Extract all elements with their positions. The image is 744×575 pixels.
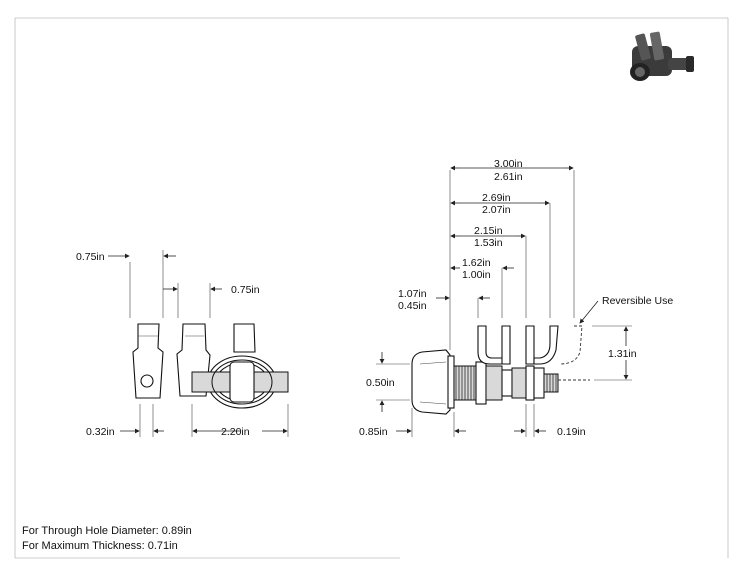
- right-side-view: [411, 325, 590, 415]
- dim-fifth-min: 0.45in: [398, 300, 427, 312]
- left-dimension-lines: [108, 250, 289, 437]
- dim-left-mid-width: 0.75in: [231, 284, 260, 296]
- dim-height: 1.31in: [608, 348, 637, 360]
- dim-overall-max: 3.00in: [494, 158, 523, 170]
- dim-left-length: 2.20in: [221, 426, 250, 438]
- reversible-use-callout: Reversible Use: [602, 295, 673, 307]
- dim-second-min: 2.07in: [482, 204, 511, 216]
- note-hole-diameter: For Through Hole Diameter: 0.89in: [22, 525, 192, 537]
- dim-fourth-max: 1.62in: [462, 257, 491, 269]
- left-front-view: [132, 323, 289, 409]
- iso-thumbnail: [630, 31, 694, 81]
- dim-fifth-max: 1.07in: [398, 288, 427, 300]
- dim-nut: 0.19in: [557, 426, 586, 438]
- thread-lines: [455, 366, 475, 400]
- right-dimension-lines: [376, 165, 632, 437]
- screw-thread-lines: [546, 374, 557, 392]
- dim-second-max: 2.69in: [482, 192, 511, 204]
- dim-overall-min: 2.61in: [494, 171, 523, 183]
- dim-left-hole: 0.32in: [86, 426, 115, 438]
- dim-head: 0.85in: [359, 426, 388, 438]
- dim-third-min: 1.53in: [474, 237, 503, 249]
- notes-block: For Through Hole Diameter: 0.89in For Ma…: [22, 524, 192, 554]
- dim-body-diameter: 0.50in: [366, 377, 395, 389]
- dim-third-max: 2.15in: [474, 225, 503, 237]
- note-max-thickness: For Maximum Thickness: 0.71in: [22, 540, 178, 552]
- dim-fourth-min: 1.00in: [462, 269, 491, 281]
- sheet-border: [14, 17, 729, 559]
- dim-left-top-width: 0.75in: [76, 251, 105, 263]
